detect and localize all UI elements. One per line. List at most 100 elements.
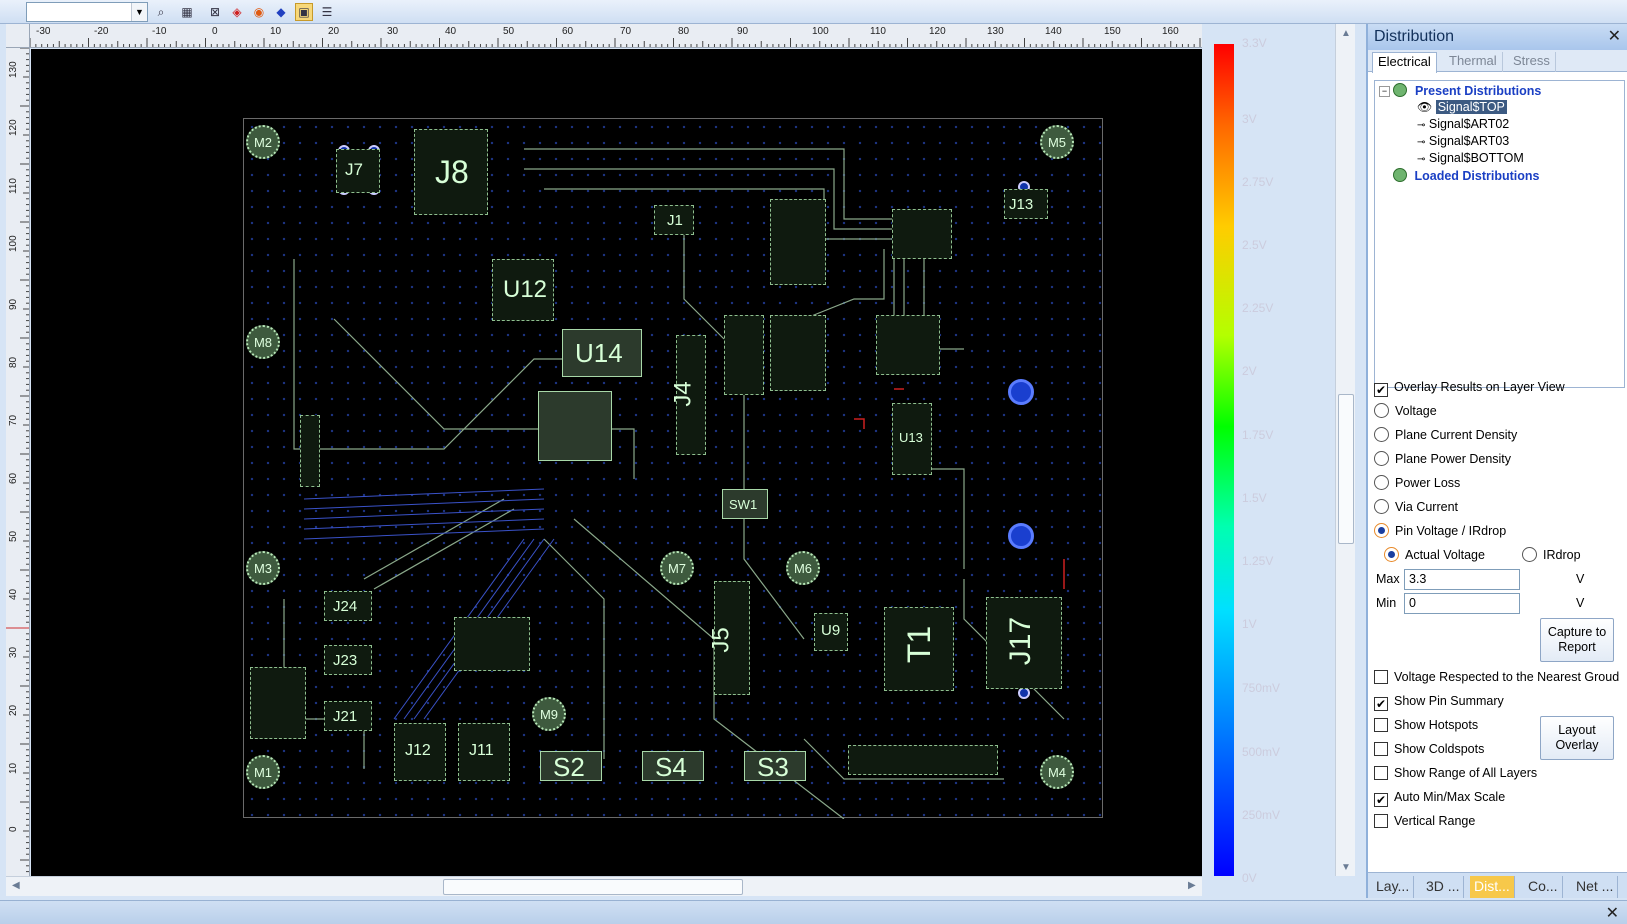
chevron-down-icon[interactable]: ▼ (131, 3, 147, 21)
checkbox[interactable] (1374, 766, 1388, 780)
mounting-hole[interactable]: M3 (246, 551, 280, 585)
mounting-hole[interactable]: M6 (786, 551, 820, 585)
scroll-left-icon[interactable]: ◀ (12, 880, 20, 891)
tab-nets[interactable]: Net ... (1572, 876, 1619, 898)
tab-distribution[interactable]: Dist... (1470, 876, 1515, 898)
scroll-up-icon[interactable]: ▲ (1341, 28, 1351, 39)
radio-pin-voltage-irdrop[interactable]: Pin Voltage / IRdrop (1374, 522, 1506, 540)
layout-canvas[interactable]: M2 M5 M8 M3 M1 M4 M9 M7 M6 J8 J7 (31, 49, 1202, 876)
check-show-coldspots[interactable]: Show Coldspots (1374, 740, 1484, 758)
tab-layer[interactable]: Lay... (1372, 876, 1415, 898)
check-show-hotspots[interactable]: Show Hotspots (1374, 716, 1478, 734)
component-j21[interactable]: J21 (324, 701, 372, 731)
canvas-horizontal-scrollbar[interactable]: ◀ ▶ (6, 876, 1202, 896)
component-ic-d[interactable] (876, 315, 940, 375)
radio-irdrop[interactable]: IRdrop (1522, 546, 1581, 564)
capture-to-report-button[interactable]: Capture to Report (1540, 618, 1614, 662)
radio-button[interactable] (1374, 451, 1389, 466)
component-j11[interactable]: J11 (458, 723, 510, 781)
check-vertical-range[interactable]: Vertical Range (1374, 812, 1475, 830)
layer-blue-icon[interactable]: ◆ (276, 5, 286, 19)
tab-3d[interactable]: 3D ... (1422, 876, 1465, 898)
radio-button[interactable] (1374, 475, 1389, 490)
close-icon[interactable]: ✕ (1605, 905, 1619, 922)
radio-voltage[interactable]: Voltage (1374, 402, 1437, 420)
mounting-hole[interactable]: M4 (1040, 755, 1074, 789)
component-u9[interactable]: U9 (814, 613, 848, 651)
horizontal-scroll-thumb[interactable] (443, 879, 743, 895)
tab-components[interactable]: Co... (1524, 876, 1563, 898)
tab-thermal[interactable]: Thermal (1444, 52, 1503, 72)
mounting-hole[interactable]: M9 (532, 697, 566, 731)
layer-red-icon[interactable]: ◈ (232, 5, 242, 19)
pcb-board[interactable]: M2 M5 M8 M3 M1 M4 M9 M7 M6 J8 J7 (243, 118, 1103, 819)
canvas-vertical-scrollbar[interactable]: ▲ ▼ (1335, 24, 1355, 876)
checkbox[interactable] (1374, 718, 1388, 732)
min-value-field[interactable]: 0 (1404, 593, 1520, 614)
component-ic-h[interactable] (300, 415, 320, 487)
max-value-field[interactable]: 3.3 (1404, 569, 1520, 590)
check-show-range-all-layers[interactable]: Show Range of All Layers (1374, 764, 1537, 782)
mounting-hole[interactable]: M2 (246, 125, 280, 159)
checkbox-checked[interactable]: ✔ (1374, 697, 1388, 711)
check-auto-min-max[interactable]: ✔Auto Min/Max Scale (1374, 788, 1505, 807)
connector-pad[interactable] (1008, 379, 1034, 405)
component-u12[interactable]: U12 (492, 259, 554, 321)
component-j7[interactable]: J7 (336, 149, 380, 193)
component-bga[interactable] (538, 391, 612, 461)
mounting-hole[interactable]: M1 (246, 755, 280, 789)
tree-item-signal-bottom[interactable]: ⊸ Signal$BOTTOM (1417, 151, 1524, 165)
net-icon[interactable]: ⊠ (209, 5, 221, 19)
component-j1[interactable]: J1 (654, 205, 694, 235)
checkbox[interactable] (1374, 670, 1388, 684)
layout-overlay-button[interactable]: Layout Overlay (1540, 716, 1614, 760)
component-s3[interactable]: S3 (744, 751, 806, 782)
checkbox[interactable] (1374, 742, 1388, 756)
component-ic-a[interactable] (770, 199, 826, 285)
grid-icon[interactable]: ▦ (181, 5, 193, 19)
component-j12[interactable]: J12 (394, 723, 446, 781)
component-s2[interactable]: S2 (540, 751, 602, 782)
component-j24[interactable]: J24 (324, 591, 372, 621)
radio-plane-power-density[interactable]: Plane Power Density (1374, 450, 1511, 468)
scroll-down-icon[interactable]: ▼ (1341, 862, 1351, 873)
check-show-pin-summary[interactable]: ✔Show Pin Summary (1374, 692, 1504, 711)
component-ic-f[interactable] (454, 617, 530, 671)
tree-item-signal-art03[interactable]: ⊸ Signal$ART03 (1417, 134, 1509, 148)
vertical-scroll-thumb[interactable] (1338, 394, 1354, 544)
radio-button[interactable] (1374, 427, 1389, 442)
checkbox[interactable] (1374, 814, 1388, 828)
radio-button-selected[interactable] (1384, 547, 1399, 562)
component-j23[interactable]: J23 (324, 645, 372, 675)
scroll-right-icon[interactable]: ▶ (1188, 880, 1196, 891)
tree-item-signal-top[interactable]: 👁 Signal$TOP (1417, 100, 1507, 114)
distribution-icon[interactable]: ▣ (295, 3, 313, 21)
layer-dropdown[interactable]: ▼ (26, 2, 148, 22)
checkbox-checked[interactable]: ✔ (1374, 383, 1388, 397)
component-j13[interactable]: J13 (1004, 189, 1048, 219)
component-j17[interactable]: J17 (986, 597, 1062, 689)
component-j4[interactable]: J4 (670, 335, 706, 455)
radio-plane-current-density[interactable]: Plane Current Density (1374, 426, 1517, 444)
component-j8[interactable]: J8 (414, 129, 488, 215)
component-sw1[interactable]: SW1 (722, 489, 768, 519)
close-icon[interactable]: ✕ (1607, 28, 1621, 45)
component-header[interactable] (848, 745, 998, 775)
radio-power-loss[interactable]: Power Loss (1374, 474, 1460, 492)
collapse-icon[interactable]: − (1379, 86, 1390, 97)
radio-button[interactable] (1374, 403, 1389, 418)
radio-actual-voltage[interactable]: Actual Voltage (1384, 546, 1485, 564)
overlay-results-checkbox[interactable]: ✔Overlay Results on Layer View (1374, 378, 1565, 397)
radio-button[interactable] (1374, 499, 1389, 514)
tab-electrical[interactable]: Electrical (1372, 52, 1437, 73)
radio-via-current[interactable]: Via Current (1374, 498, 1458, 516)
mounting-hole[interactable]: M5 (1040, 125, 1074, 159)
mounting-hole[interactable]: M7 (660, 551, 694, 585)
distribution-tree[interactable]: − Present Distributions 👁 Signal$TOP ⊸ S… (1374, 80, 1625, 388)
tab-stress[interactable]: Stress (1508, 52, 1556, 72)
zoom-icon[interactable]: ⌕ (157, 5, 165, 19)
component-ic-g[interactable] (250, 667, 306, 739)
component-ic-b[interactable] (770, 315, 826, 391)
component-ic-c[interactable] (724, 315, 764, 395)
checkbox-checked[interactable]: ✔ (1374, 793, 1388, 807)
